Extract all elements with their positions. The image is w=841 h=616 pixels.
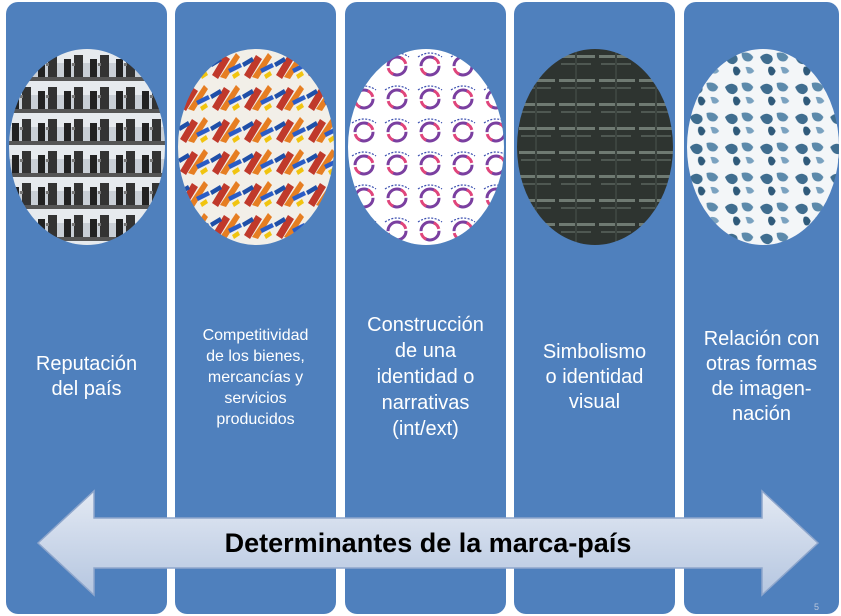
- column-label-text: Construcción de una identidad o narrativ…: [367, 314, 484, 440]
- column-relacion: Relación con otras formas de imagen- nac…: [684, 2, 839, 614]
- column-competitividad: Competitividad de los bienes, mercancías…: [175, 2, 336, 614]
- column-label: Simbolismo o identidad visual: [518, 302, 671, 452]
- flags-image: [178, 49, 334, 245]
- column-label-text: Reputación del país: [35, 353, 138, 400]
- column-label: Competitividad de los bienes, mercancías…: [179, 302, 332, 452]
- column-label-text: Competitividad de los bienes, mercancías…: [202, 326, 309, 428]
- symbolism-image: [517, 49, 673, 245]
- column-label: Construcción de una identidad o narrativ…: [349, 302, 502, 452]
- column-construccion: Construcción de una identidad o narrativ…: [345, 2, 506, 614]
- buildings-photo-image: [9, 49, 165, 245]
- column-label: Relación con otras formas de imagen- nac…: [688, 302, 835, 452]
- column-simbolismo: Simbolismo o identidad visual: [514, 2, 675, 614]
- column-label-text: Simbolismo o identidad visual: [542, 340, 647, 413]
- column-label-text: Relación con otras formas de imagen- nac…: [703, 328, 820, 425]
- column-label: Reputación del país: [10, 302, 163, 452]
- double-arrow-icon: [36, 489, 820, 597]
- world-map-image: [687, 49, 839, 245]
- arrow-title: Determinantes de la marca-país: [224, 527, 632, 558]
- page-number: 5: [813, 602, 819, 612]
- narrative-logo-image: [348, 49, 504, 245]
